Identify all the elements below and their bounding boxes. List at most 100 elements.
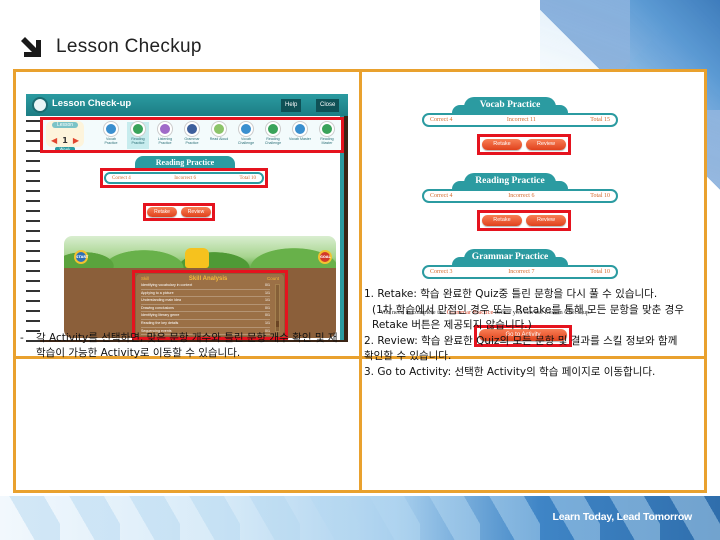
skill-name: Reading the key details [141,320,179,325]
lesson-selector[interactable]: Lesson ◀ 1 ▶ Week [46,121,84,152]
score-bar: Correct 4 Incorrect 11 Total 15 [422,113,618,127]
activity-tab[interactable]: Listening Practice [154,122,176,145]
section-title: Reading Practice [452,173,568,189]
activity-icon [104,122,118,136]
skill-row: Identifying literary genre 0/1 [141,312,270,320]
activity-label: Vocab Practice [104,137,118,145]
activity-tab[interactable]: Vocab Master [289,122,311,141]
total-count: Total 10 [590,193,610,199]
app-titlebar: Lesson Check-up Help Close [26,94,348,116]
incorrect-count: Incorrect 6 [174,175,197,181]
count-col-header: Count [266,276,279,281]
app-screenshot: Lesson Check-up Help Close Lesson ◀ 1 ▶ … [26,94,348,342]
score-bar: Correct 4 Incorrect 6 Total 10 [104,172,264,184]
description-left-text: 각 Activity를 선택하면, 맞은 문항 개수와 틀린 문항 개수 확인 … [36,332,338,359]
activity-icon [293,122,307,136]
activity-label: Grammar Practice [184,137,200,145]
activity-label: Vocab Master [289,137,311,141]
activity-tab[interactable]: Grammar Practice [181,122,203,145]
correct-count: Correct 4 [112,175,131,181]
incorrect-count: Incorrect 11 [506,117,536,123]
warning-highlight: Grammar Practice [446,309,494,316]
highlight-buttons [143,203,215,221]
total-count: Total 15 [590,117,610,123]
activity-tab[interactable]: Reading Master [316,122,338,145]
highlight-score-bar [100,168,268,188]
highlight-skill-analysis [132,270,288,340]
activity-tab[interactable]: Read Aloud [208,122,230,141]
activity-tab[interactable]: Reading Challenge [262,122,284,145]
description-item-retake-note: (1차 학습에서 만점인 경우 또는 Retake를 통해 모든 문항을 맞춘 … [372,303,684,332]
highlight-activity-bar [40,117,344,153]
review-button[interactable]: Review [181,207,211,217]
footer-slogan: Learn Today, Lead Tomorrow [552,511,693,523]
skill-scrollbar[interactable] [275,284,280,332]
help-button[interactable]: Help [281,99,302,112]
go-to-activity-button[interactable]: Go to Activity [479,329,567,341]
retake-button[interactable]: Retake [482,139,522,150]
description-left: - 각 Activity를 선택하면, 맞은 문항 개수와 틀린 문항 개수 확… [20,331,340,361]
correct-count: Correct 4 [430,117,453,123]
activity-label: Read Aloud [209,137,229,141]
skill-row: Applying to a picture 1/1 [141,290,270,298]
divider-vertical [359,72,362,490]
goal-sign: GOAL [318,250,332,264]
skill-count: 0/1 [265,283,270,287]
skill-analysis-title: Skill Analysis [188,276,228,282]
skill-analysis-panel: Skill Skill Analysis Count Identifying v… [136,274,284,336]
skill-row: Understanding main idea 1/1 [141,297,270,305]
activity-tab[interactable]: Reading Practice [127,122,149,149]
activity-label: Reading Challenge [264,137,282,145]
prev-lesson-arrow-icon[interactable]: ◀ [50,136,58,145]
skill-name: Understanding main idea [141,298,181,303]
highlight-go-to-activity [474,325,572,347]
next-lesson-arrow-icon[interactable]: ▶ [72,136,80,145]
skill-row: Identifying vocabulary in context 0/1 [141,282,270,290]
activity-label: Reading Master [320,137,334,145]
close-button[interactable]: Close [316,99,340,112]
activity-icon [212,122,226,136]
warning-text: You need to complete the [380,309,447,316]
footer-band [0,496,720,540]
retake-button[interactable]: Retake [482,215,522,226]
activity-tab[interactable]: Vocab Practice [100,122,122,145]
skill-count: 1/1 [265,298,270,303]
activity-label: Reading Practice [131,137,145,145]
section-title: Reading Practice [135,156,235,170]
activity-icon [185,122,199,136]
review-button[interactable]: Review [526,215,566,226]
description-right: 1. Retake: 학습 완료한 Quiz중 틀린 문항을 다시 풀 수 있습… [364,287,686,380]
section-title: Vocab Practice [452,97,568,113]
incorrect-count: Incorrect 6 [508,193,535,199]
activity-icon [239,122,253,136]
scroll-thumb[interactable] [276,321,279,327]
skill-name: Applying to a picture [141,290,174,295]
warning-text-end: before you can use Lesson Check-up. [493,309,591,316]
divider-horizontal [16,356,704,359]
activity-tab[interactable]: Vocab Challenge [235,122,257,145]
skill-count: 1/1 [265,290,270,295]
notebook-spiral [26,116,40,342]
bus-character [185,248,209,268]
app-logo-icon [32,97,48,113]
retake-button[interactable]: Retake [147,207,177,217]
skill-count: 0/1 [265,313,270,318]
skill-name: Identifying vocabulary in context [141,283,193,287]
highlight-buttons [477,134,571,155]
start-sign: START [74,250,88,264]
review-button[interactable]: Review [526,139,566,150]
section-title: Grammar Practice [452,249,568,265]
skill-name: Identifying literary genre [141,313,180,318]
skill-name: Drawing conclusions [141,305,174,310]
activity-bar: Lesson ◀ 1 ▶ Week Vocab Practice Reading … [42,119,342,152]
description-item-go-to-activity: 3. Go to Activity: 선택한 Activity의 학습 페이지로… [364,365,656,378]
completion-warning: You need to complete the Grammar Practic… [380,309,646,316]
lesson-label: Lesson [52,122,78,128]
skill-col-header: Skill [141,276,150,281]
